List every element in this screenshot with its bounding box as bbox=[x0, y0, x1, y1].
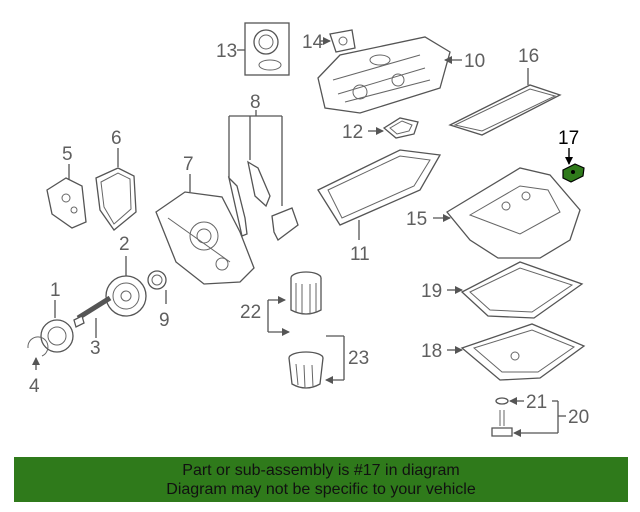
part-18-oil-pan-lower bbox=[460, 323, 586, 381]
part-22-oil-filter bbox=[290, 271, 322, 315]
callout-2: 2 bbox=[119, 234, 130, 255]
diagram-note-banner: Part or sub-assembly is #17 in diagram D… bbox=[14, 457, 628, 502]
part-16-gasket bbox=[448, 84, 562, 136]
callout-22-leaders bbox=[267, 296, 290, 336]
callout-23-leaders bbox=[325, 335, 345, 384]
part-8-bracket bbox=[271, 207, 299, 241]
part-23-filter-housing bbox=[288, 351, 324, 389]
callout-14: 14 bbox=[302, 32, 324, 53]
callout-6: 6 bbox=[111, 128, 122, 149]
part-3-bolt bbox=[73, 295, 112, 328]
part-8-guide-b bbox=[247, 160, 271, 208]
callout-20: 20 bbox=[568, 407, 589, 428]
part-6-gasket bbox=[95, 167, 137, 231]
callout-13: 13 bbox=[216, 41, 237, 62]
part-14-gasket bbox=[329, 29, 356, 53]
part-17-sensor bbox=[562, 163, 585, 183]
callout-1: 1 bbox=[50, 280, 61, 301]
part-13-thermostat-housing bbox=[244, 22, 290, 76]
callout-23: 23 bbox=[348, 348, 369, 369]
callout-21: 21 bbox=[526, 392, 547, 413]
callout-22: 22 bbox=[240, 302, 261, 323]
part-7-timing-cover bbox=[155, 191, 255, 285]
part-10-valve-cover bbox=[317, 36, 451, 114]
callout-15: 15 bbox=[406, 209, 427, 230]
callout-16: 16 bbox=[518, 46, 539, 67]
callout-12: 12 bbox=[342, 122, 363, 143]
callout-9: 9 bbox=[159, 310, 170, 331]
callout-20-21-leaders bbox=[509, 397, 566, 437]
part-19-gasket bbox=[460, 261, 584, 319]
part-9-seal bbox=[147, 270, 167, 290]
callout-4: 4 bbox=[29, 376, 40, 397]
part-20-drain-plug bbox=[491, 397, 513, 437]
callout-3: 3 bbox=[90, 338, 101, 359]
part-8-guide-a bbox=[227, 175, 248, 237]
part-4-ring bbox=[27, 336, 49, 357]
part-1-crank-gear bbox=[40, 319, 74, 353]
callout-18: 18 bbox=[421, 341, 442, 362]
note-line-part: Part or sub-assembly is #17 in diagram bbox=[182, 462, 460, 479]
part-11-gasket bbox=[317, 149, 442, 226]
part-5-cover bbox=[46, 177, 87, 229]
callout-19: 19 bbox=[421, 281, 442, 302]
note-line-disclaimer: Diagram may not be specific to your vehi… bbox=[166, 481, 476, 498]
callout-17: 17 bbox=[558, 128, 579, 149]
callout-5: 5 bbox=[62, 144, 73, 165]
callout-10: 10 bbox=[464, 51, 485, 72]
callout-7: 7 bbox=[183, 154, 194, 175]
callout-8-leaders bbox=[228, 110, 283, 206]
part-15-oil-pan bbox=[446, 167, 581, 259]
callout-8: 8 bbox=[250, 92, 261, 113]
part-12-gasket bbox=[382, 117, 419, 139]
callout-11: 11 bbox=[350, 244, 370, 265]
part-2-pulley bbox=[105, 275, 147, 317]
